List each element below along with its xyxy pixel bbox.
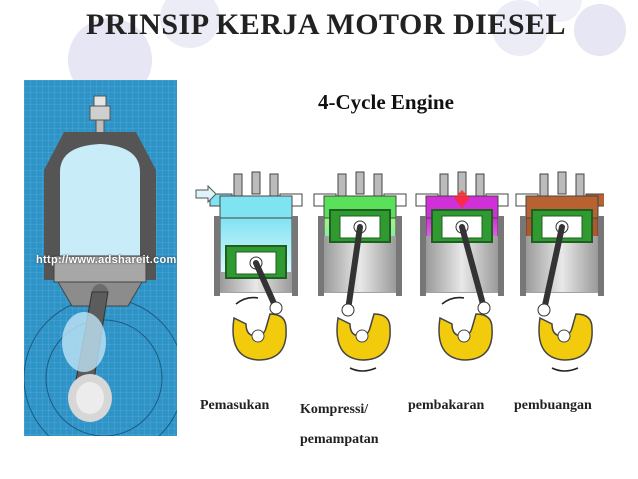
watermark-url: http://www.adshareit.com [36,254,177,266]
rotation-arrow [551,367,579,372]
cylinder-wall-left [520,216,526,296]
rotation-arrow [235,296,259,305]
valve-left [439,173,449,197]
cylinder-wall-right [396,216,402,296]
valve-right [269,173,279,197]
cylinder-wall-left [214,216,220,296]
deco-circle [538,0,582,22]
injector-body [89,105,111,121]
connecting-rod [459,224,487,311]
cylinder-wall-left [420,216,426,296]
spark-plug [355,171,365,195]
crank-pin [341,303,355,317]
deco-circle [574,4,626,56]
crankshaft-center [355,329,369,343]
cylinder-wall-left [318,216,324,296]
crank-pin [537,303,551,317]
crankcase [426,236,498,292]
four-stroke-diagram [195,171,604,372]
stroke-label-combustion: pembakaran [408,398,485,413]
engine-cutaway-image: http://www.adshareit.com [24,80,177,436]
deco-circle [492,0,548,56]
deco-circle [160,0,220,48]
cylinder-wall-right [498,216,504,296]
crankshaft-center [251,329,265,343]
crank-journal-inner [76,382,104,414]
engine-stroke-1 [195,171,303,361]
injector-top [93,95,107,107]
crankcase [526,236,598,292]
stroke-label-exhaust: pembuangan [514,398,592,413]
combustion-chamber [219,195,293,219]
piston-crown [53,255,147,283]
counterweight [62,312,106,372]
crank-pin [269,301,283,315]
rotation-arrow [349,367,377,372]
combustion-chamber [60,144,140,256]
engine-stroke-3 [415,171,509,361]
engine-cutaway-drawing [24,95,177,436]
valve-right [475,173,485,197]
valve-left [539,173,549,197]
spark-plug [251,171,261,195]
rotation-arrow [441,296,465,305]
cylinder-wall-right [598,216,604,296]
slide-title: PRINSIP KERJA MOTOR DIESEL [86,8,567,41]
stroke-label-intake: Pemasukan [200,398,270,413]
valve-right [575,173,585,197]
crankshaft-center [457,329,471,343]
crankshaft-center [557,329,571,343]
stroke-label-compression: Kompressi/ pemampatan [300,402,379,447]
spark-plug [557,171,567,195]
engine-stroke-4 [515,171,604,372]
slide-subtitle: 4-Cycle Engine [318,90,454,114]
connecting-rod [345,224,363,313]
connecting-rod [541,224,565,313]
valve-left [337,173,347,197]
valve-left [233,173,243,197]
crank-pin [477,301,491,315]
intake-arrow-icon [195,184,217,204]
engine-stroke-2 [313,171,407,372]
valve-right [373,173,383,197]
cylinder-wall-right [292,216,298,296]
connecting-rod [253,260,279,311]
spark-icon [454,190,470,208]
